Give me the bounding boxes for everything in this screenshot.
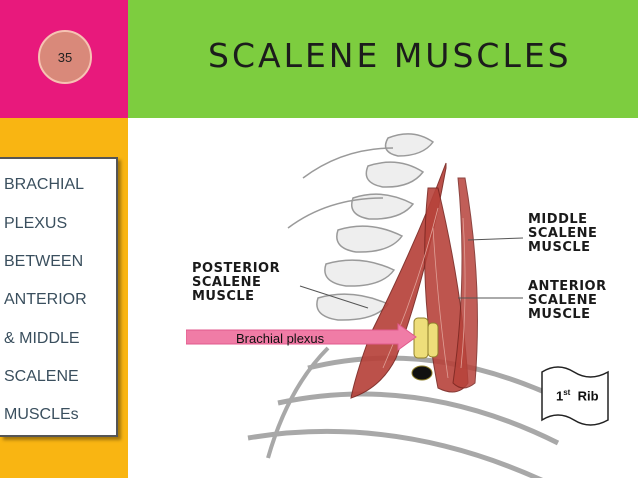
rib-cage (247, 346, 560, 478)
middle-label-line-2: SCALENE (528, 226, 598, 241)
middle-scalene-label: MIDDLE SCALENE MUSCLE (528, 213, 597, 255)
cervical-vertebrae (287, 133, 435, 321)
anterior-label-line-1: ANTERIOR (528, 279, 607, 294)
label-pointer-lines (299, 237, 524, 309)
title-bar (128, 0, 638, 118)
posterior-label-line-2: SCALENE (192, 275, 262, 290)
slide-number: 35 (57, 49, 73, 65)
slide-title: SCALENE MUSCLES (208, 36, 572, 75)
rib-suffix: st (563, 388, 571, 397)
rib-number: 1 (556, 388, 564, 404)
rib-flag-shape (541, 366, 609, 426)
side-text-box: BRACHIAL PLEXUS BETWEEN ANTERIOR & MIDDL… (0, 157, 118, 437)
anterior-label-line-2: SCALENE (528, 293, 598, 308)
posterior-label-line-3: MUSCLE (192, 289, 255, 304)
middle-label-line-3: MUSCLE (528, 240, 591, 255)
brachial-plexus-arrow (186, 323, 417, 351)
side-line-4: ANTERIOR (4, 291, 87, 308)
middle-label-line-1: MIDDLE (528, 212, 588, 227)
side-line-6: SCALENE (4, 368, 79, 385)
brachial-plexus-label: Brachial plexus (236, 331, 325, 346)
rib-label: 1st Rib (556, 388, 599, 403)
brachial-plexus-nerves (411, 317, 439, 381)
side-line-5: & MIDDLE (4, 330, 80, 347)
slide-number-badge: 35 (38, 30, 92, 84)
rib-word: Rib (577, 388, 599, 404)
side-line-3: BETWEEN (4, 253, 84, 270)
anterior-scalene-label: ANTERIOR SCALENE MUSCLE (528, 280, 607, 322)
anterior-label-line-3: MUSCLE (528, 307, 591, 322)
side-line-7: MUSCLEs (4, 406, 79, 423)
posterior-scalene-label: POSTERIOR SCALENE MUSCLE (192, 262, 280, 304)
side-line-2: PLEXUS (4, 215, 68, 232)
side-line-1: BRACHIAL (4, 176, 85, 193)
posterior-label-line-1: POSTERIOR (192, 261, 281, 276)
